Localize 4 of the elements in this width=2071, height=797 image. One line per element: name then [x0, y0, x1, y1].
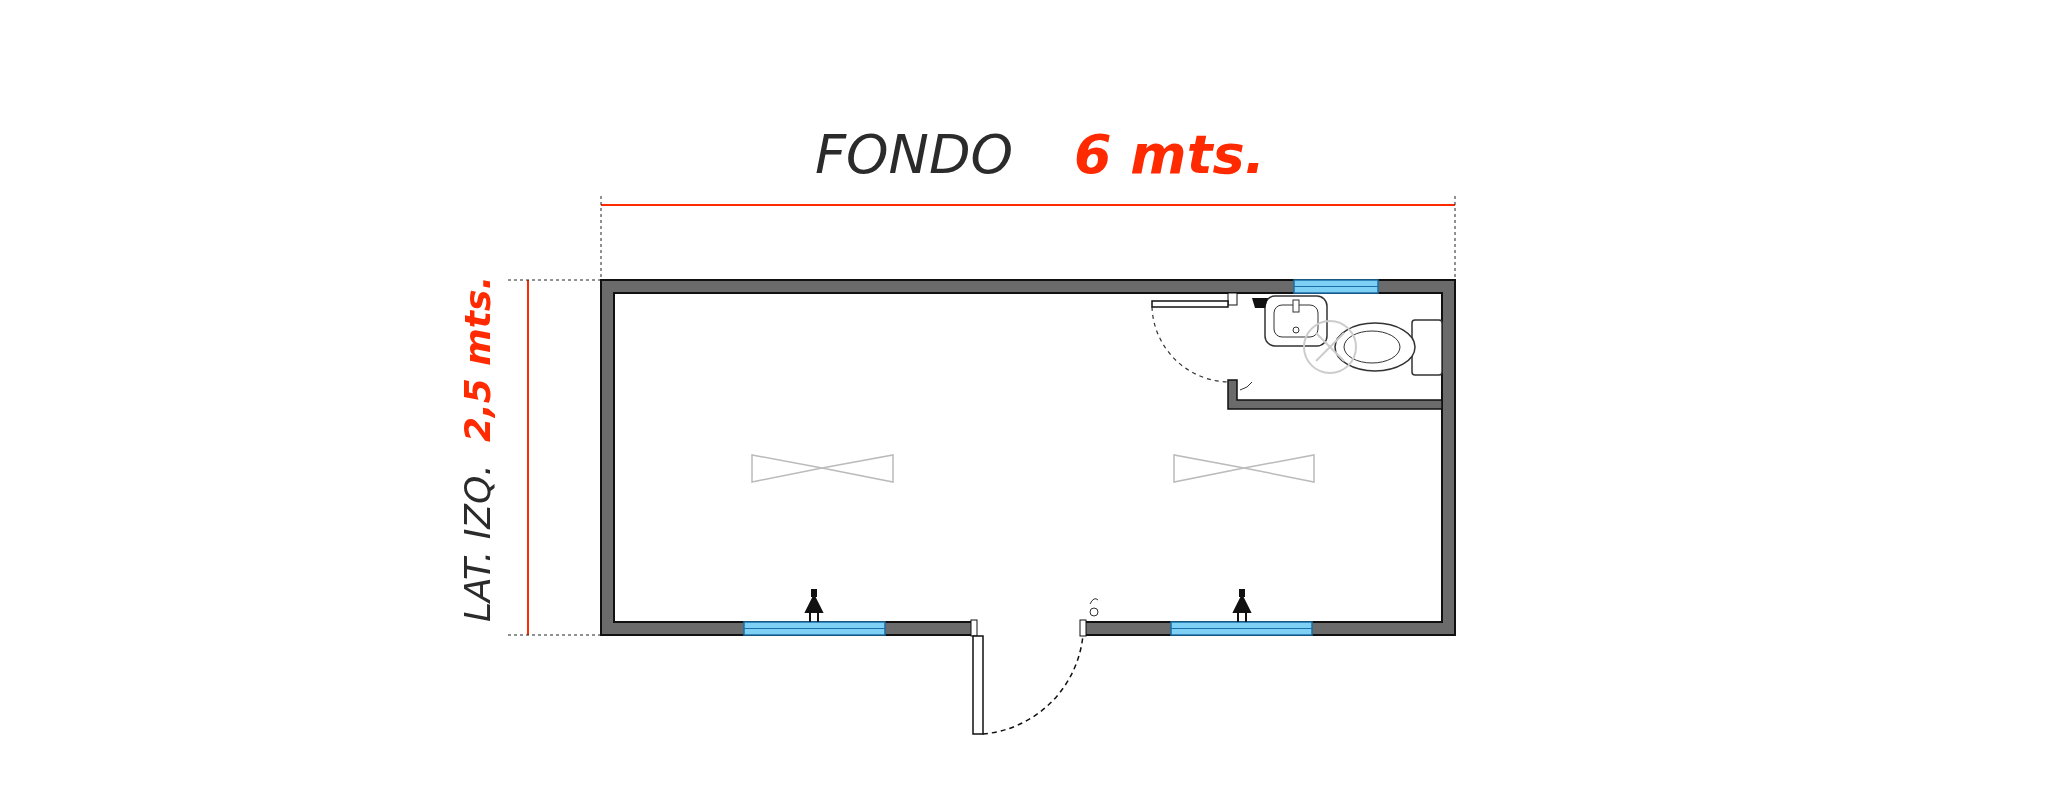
dimension-label: 6 mts. [1074, 128, 1266, 182]
dimension-label: LAT. IZQ. [460, 464, 496, 622]
dimension-label: FONDO [815, 128, 1014, 182]
dimension-label: 2,5 mts. [460, 275, 496, 442]
